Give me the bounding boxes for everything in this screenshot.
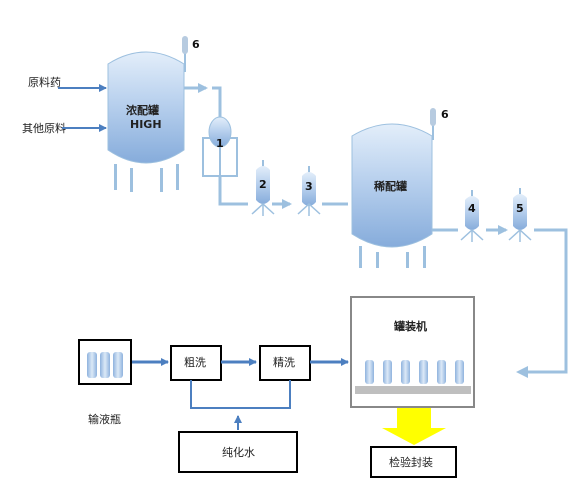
yellow-down-arrow (382, 408, 446, 445)
filter-3 (297, 166, 321, 216)
concentrate-tank: 浓配罐 HIGH (107, 51, 185, 192)
filter-number-3: 3 (305, 180, 313, 193)
filter-1 (202, 116, 238, 177)
label-pure-water: 纯化水 (222, 445, 255, 459)
label-other-raw: 其他原料 (22, 121, 66, 135)
gauge-number-dilute: 6 (441, 108, 449, 121)
infusion-bottles-box (78, 339, 132, 385)
label-raw-medicine: 原料药 (28, 75, 61, 89)
filter-number-5: 5 (516, 202, 524, 215)
fine-wash-box: 精洗 (259, 345, 311, 381)
filling-machine: 罐装机 (350, 296, 475, 408)
filter-5 (508, 188, 532, 242)
label-fine-wash: 精洗 (273, 356, 295, 369)
label-concentrate-tank-high: HIGH (130, 118, 162, 131)
pipe-dilute-to-filling (432, 225, 568, 374)
label-concentrate-tank: 浓配罐 (126, 103, 159, 117)
label-coarse-wash: 粗洗 (184, 356, 206, 369)
gauge-number-conc: 6 (192, 38, 200, 51)
pure-water-feed-lines (190, 380, 291, 430)
coarse-wash-box: 粗洗 (170, 345, 222, 381)
filter-number-1: 1 (216, 137, 224, 150)
filter-number-2: 2 (259, 178, 267, 191)
pipe-filter1-to-dilute (218, 176, 348, 209)
pure-water-box: 纯化水 (178, 431, 298, 473)
filter-number-4: 4 (468, 202, 476, 215)
inspect-seal-box: 检验封装 (370, 446, 457, 478)
pipe-conc-to-filter1 (184, 83, 222, 118)
label-inspect-seal: 检验封装 (389, 455, 433, 469)
label-infusion-bottle: 输液瓶 (88, 412, 121, 426)
label-filling-machine: 罐装机 (393, 319, 427, 333)
label-dilute-tank: 稀配罐 (374, 179, 407, 193)
gauge-icon (430, 108, 436, 140)
arrow-into-filling-machine (516, 366, 528, 378)
filter-2 (251, 160, 275, 216)
dilute-tank: 稀配罐 (351, 123, 433, 268)
gauge-icon (182, 36, 188, 72)
filter-4 (460, 190, 484, 242)
